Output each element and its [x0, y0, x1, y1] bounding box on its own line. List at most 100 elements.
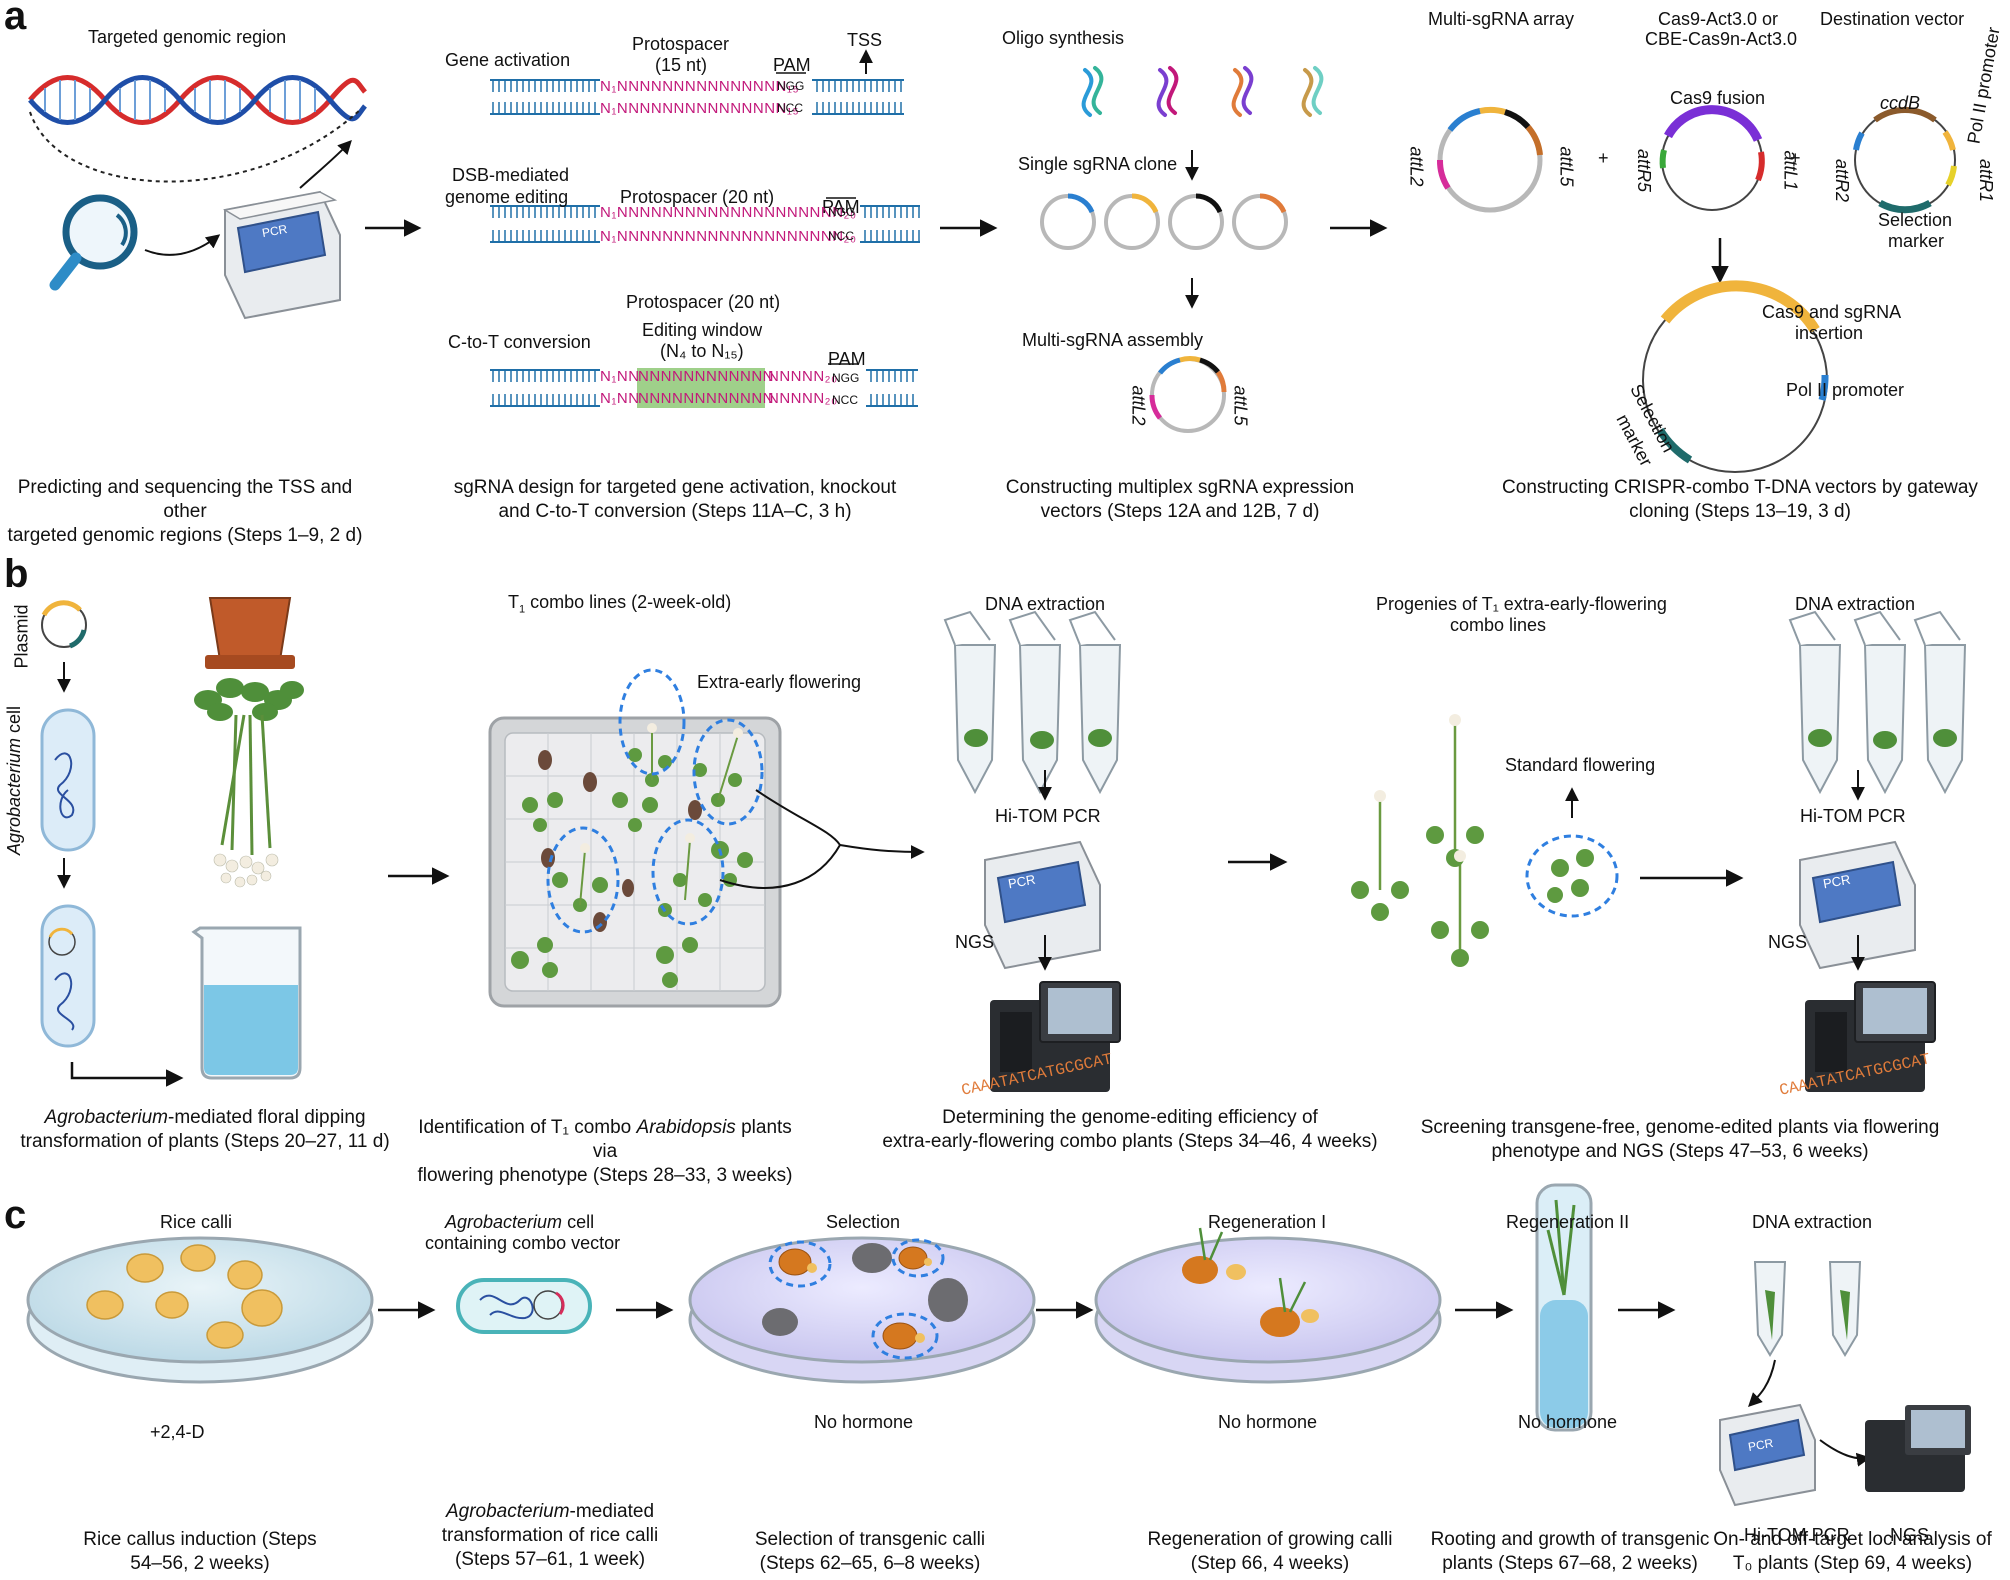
caption-a2-line1: sgRNA design for targeted gene activatio… — [453, 477, 897, 498]
final-tdna-vector — [1642, 280, 1829, 473]
caption-b2-line1: Identification of T₁ combo Arabidopsis p… — [405, 1116, 805, 1164]
caption-c2-line2: transformation of rice calli — [441, 1525, 659, 1546]
magnifier-icon — [49, 194, 138, 291]
standard-flowering-label: Standard flowering — [1505, 755, 1656, 775]
pam-label-2: PAM — [822, 197, 860, 217]
attr1-label: attR1 — [1976, 158, 1997, 203]
caption-c6: On- and off-target loci analysis of T₀ p… — [1700, 1528, 2005, 1576]
multi-sgrna-assembly-label: Multi-sgRNA assembly — [1022, 330, 1204, 350]
seqct-bot-right: NNNNN₂₀ — [768, 390, 838, 407]
dsb-label-1: DSB-mediated — [452, 165, 570, 185]
caption-b4: Screening transgene-free, genome-edited … — [1410, 1116, 1950, 1164]
seedling-tray-icon — [488, 668, 782, 1008]
caption-c1-line2: 54–56, 2 weeks) — [130, 1553, 270, 1574]
rice-calli-dish — [26, 1236, 374, 1384]
seqct-bot-left: N₁NN — [600, 390, 640, 407]
plus-1: + — [1598, 148, 1609, 168]
single-sgrna-clone-label: Single sgRNA clone — [1018, 154, 1178, 174]
dna-ladder-dsb — [490, 197, 920, 243]
caption-c2: Agrobacterium-mediated transformation of… — [410, 1500, 690, 1572]
caption-b2-post: plants via — [592, 1117, 792, 1162]
caption-b1-line1: Agrobacterium-mediated floral dipping — [20, 1106, 390, 1130]
caption-c5-line2: plants (Steps 67–68, 2 weeks) — [1442, 1553, 1698, 1574]
test-tube-plant — [1535, 1183, 1593, 1432]
caption-a3-line1: Constructing multiplex sgRNA expression — [1005, 477, 1355, 498]
progenies-label-1: Progenies of T₁ extra-early-flowering — [1376, 594, 1667, 614]
seqct-top-left: N₁NN — [600, 368, 640, 385]
ngs-label-c: NGS — [1890, 1525, 1930, 1545]
caption-c4-line1: Regeneration of growing calli — [1147, 1529, 1393, 1550]
caption-b1-line2: transformation of plants (Steps 20–27, 1… — [20, 1131, 390, 1152]
caption-b3: Determining the genome-editing efficienc… — [880, 1106, 1380, 1154]
caption-a4-line2: cloning (Steps 13–19, 3 d) — [1629, 501, 1851, 522]
caption-b4-line1: Screening transgene-free, genome-edited … — [1420, 1117, 1940, 1138]
tss-label: TSS — [847, 30, 883, 50]
caption-a4: Constructing CRISPR-combo T-DNA vectors … — [1500, 476, 1980, 524]
caption-c2-rest: -mediated — [569, 1501, 655, 1522]
beaker-icon — [191, 926, 302, 1080]
cas9-sgrna-label-1: Cas9 and sgRNA — [1762, 302, 1902, 322]
caption-c2-line1: Agrobacterium-mediated — [410, 1500, 690, 1524]
panel-label-c: c — [4, 1193, 27, 1237]
seqct-top-mid: NNNNNNNNNNNN — [638, 368, 774, 385]
plus-2: + — [1790, 148, 1801, 168]
ncc-3: NCC — [832, 393, 858, 407]
no-hormone-label-3: No hormone — [1518, 1412, 1618, 1432]
extra-early-label: Extra-early flowering — [697, 672, 862, 692]
agro-cell-label-rest: cell — [4, 705, 25, 738]
editing-window-label: Editing window — [642, 320, 763, 340]
dna-helix-icon — [28, 75, 367, 125]
pcr-machine-icon-c — [1719, 1403, 1816, 1507]
destination-vector-plasmid — [1853, 107, 1957, 214]
caption-c3-line2: (Steps 62–65, 6–8 weeks) — [759, 1553, 981, 1574]
caption-b1-italic: Agrobacterium — [44, 1107, 169, 1128]
seq20-top: N₁NNNNNNNNNNNNNNNNNNNN₂₀ — [600, 204, 857, 221]
destination-vector-label: Destination vector — [1820, 9, 1965, 29]
caption-b2-line2: flowering phenotype (Steps 28–33, 3 week… — [417, 1165, 793, 1186]
agro-label-c-line1: Agrobacterium cell — [445, 1212, 594, 1233]
no-hormone-label-1: No hormone — [814, 1412, 914, 1432]
caption-b1: Agrobacterium-mediated floral dipping tr… — [20, 1106, 390, 1154]
caption-a1-line2: targeted genomic regions (Steps 1–9, 2 d… — [7, 525, 363, 546]
pam-label-1: PAM — [773, 55, 811, 75]
seqct-bot-mid: NNNNNNNNNNNN — [638, 390, 774, 407]
regen1-label: Regeneration I — [1208, 1212, 1327, 1232]
caption-c4: Regeneration of growing calli (Step 66, … — [1130, 1528, 1410, 1576]
caption-a1-line1: Predicting and sequencing the TSS and ot… — [17, 477, 353, 522]
attr2-label: attR2 — [1832, 158, 1853, 203]
seq15-bot: N₁NNNNNNNNNNNNNNN₁₅ — [600, 100, 799, 117]
oligo-strands-icon — [1081, 66, 1324, 117]
caption-b2: Identification of T₁ combo Arabidopsis p… — [405, 1116, 805, 1188]
ncc-2: NCC — [828, 229, 854, 243]
caption-c5: Rooting and growth of transgenic plants … — [1420, 1528, 1720, 1576]
gene-activation-label: Gene activation — [445, 50, 571, 70]
ngs-sequencer-icon-1 — [990, 981, 1121, 1092]
agro-cell-label-italic: Agrobacterium — [4, 737, 25, 856]
dna-extraction-label-b2: DNA extraction — [1795, 594, 1916, 614]
selection-marker-label-1: Selection — [1878, 210, 1953, 230]
plasmid-small-icon — [41, 600, 87, 649]
caption-c3-line1: Selection of transgenic calli — [754, 1529, 986, 1550]
selection-dish — [688, 1236, 1036, 1384]
caption-a2: sgRNA design for targeted gene activatio… — [440, 476, 910, 524]
dna-extraction-label-b1: DNA extraction — [985, 594, 1106, 614]
seq15-top: N₁NNNNNNNNNNNNNNN₁₅ — [600, 78, 799, 95]
agrobacterium-cell-2 — [40, 904, 96, 1048]
tubes-icon-c — [1753, 1261, 1862, 1357]
panel-label-b: b — [4, 552, 29, 596]
attl5-label-2: attL5 — [1556, 146, 1577, 187]
oligo-synthesis-label: Oligo synthesis — [1002, 28, 1125, 48]
cas9-fusion-plasmid — [1659, 105, 1765, 211]
seq20-bot: N₁NNNNNNNNNNNNNNNNNNNN₂₀ — [600, 228, 857, 245]
hitom-label-b2: Hi-TOM PCR — [1800, 806, 1906, 826]
caption-b2-italic: Arabidopsis — [636, 1117, 736, 1138]
caption-a1: Predicting and sequencing the TSS and ot… — [0, 476, 370, 548]
agro-cell-label: Agrobacterium cell — [4, 706, 25, 855]
ngg-3: NGG — [832, 371, 860, 385]
caption-a3: Constructing multiplex sgRNA expression … — [1000, 476, 1360, 524]
caption-a3-line2: vectors (Steps 12A and 12B, 7 d) — [1040, 501, 1320, 522]
multi-sgrna-assembly-icon — [1149, 356, 1227, 433]
tubes-icon-2 — [1788, 610, 1967, 795]
editing-window-sub-label: (N₄ to N₁₅) — [660, 341, 744, 361]
